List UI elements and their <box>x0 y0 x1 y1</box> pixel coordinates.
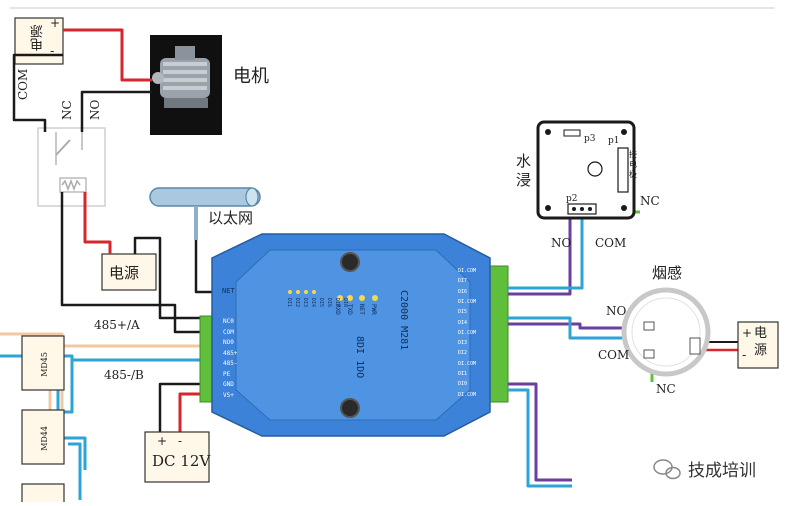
smoke-power-minus: - <box>742 348 747 362</box>
device-net-label: NET <box>222 287 235 295</box>
device-di-label: DI6 <box>326 298 332 308</box>
device-di-label: DI4 <box>310 298 316 308</box>
right-terminal-label: DI7 <box>458 278 468 285</box>
relay-nc-label: NC <box>60 100 74 120</box>
device-led-label: NET <box>358 304 365 315</box>
motor-label: 电机 <box>233 66 269 87</box>
right-terminal-label: DI5 <box>458 309 468 316</box>
right-terminal-label: DI4 <box>458 319 468 326</box>
right-terminal-label: DI.COM <box>458 268 477 274</box>
device-led-label: RXD <box>334 304 341 315</box>
power-mid-box <box>101 253 157 291</box>
device-led-label: TXD <box>346 304 353 315</box>
device-model: C2000 M281 <box>398 290 409 351</box>
sensor2-label: MD44 <box>40 426 49 451</box>
device-di-label: DI5 <box>318 298 324 308</box>
wires-right <box>508 210 740 488</box>
ethernet-cable <box>149 187 261 240</box>
water-p1: p1 <box>608 136 620 146</box>
device-di-label: DI3 <box>302 298 308 308</box>
device-io: 8DI 1DO <box>354 336 365 379</box>
smoke-com: COM <box>598 348 630 362</box>
power-top-label: 电源 <box>31 25 46 51</box>
relay-no-label: NO <box>88 99 102 120</box>
right-terminal-label: DI6 <box>458 288 468 295</box>
device-di-label: DI2 <box>294 298 300 308</box>
power-top-plus: + <box>50 16 61 30</box>
sensor1-label: MD45 <box>40 352 49 377</box>
right-terminal-label: DI.COM <box>458 329 477 336</box>
sensor-md45 <box>21 335 65 391</box>
device-di-label: DI1 <box>286 298 292 308</box>
power-top-minus: - <box>50 44 55 58</box>
left-terminal-label: PE <box>223 370 231 378</box>
sensor-md44 <box>21 409 65 465</box>
ethernet-label: 以太网 <box>208 209 254 227</box>
dc-minus: - <box>178 434 183 448</box>
water-label: 水浸 <box>516 152 532 189</box>
smoke-power-box <box>737 321 779 369</box>
water-no: NO <box>551 236 572 250</box>
rs485-b-label: 485-/B <box>104 368 144 382</box>
left-terminal-label: COM <box>223 328 234 336</box>
left-terminal-label: GND <box>223 381 234 388</box>
dc-label: DC 12V <box>152 452 211 470</box>
water-com: COM <box>595 236 627 250</box>
sensor-partial <box>21 483 65 505</box>
smoke-label: 烟感 <box>652 264 683 282</box>
right-terminal-label: DI3 <box>458 340 468 347</box>
io-module <box>199 233 509 437</box>
dc-plus: + <box>157 434 168 448</box>
right-terminal-label: DI0 <box>458 381 468 388</box>
device-di-label: DI8 <box>342 298 348 308</box>
right-terminal-label: DI.COM <box>458 391 477 398</box>
smoke-no: NO <box>606 304 627 318</box>
water-p3: p3 <box>584 134 596 144</box>
left-terminal-label: VS+ <box>223 391 234 399</box>
device-led-label: PWR <box>370 304 377 315</box>
right-terminal-label: DI2 <box>458 350 468 357</box>
relay-box <box>37 127 106 207</box>
relay-com-label: COM <box>16 68 30 100</box>
rs485-a-label: 485+/A <box>94 318 140 332</box>
left-terminal-label: 485- <box>223 360 238 367</box>
water-side-label: 接电极 <box>629 150 637 179</box>
device-di-label: DI7 <box>334 298 340 308</box>
power-top-box <box>14 17 64 65</box>
smoke-power-plus: + <box>742 326 753 340</box>
water-nc: NC <box>640 194 660 208</box>
smoke-power-label: 电源 <box>754 326 768 358</box>
left-terminal-label: 485+ <box>223 349 238 357</box>
smoke-sensor <box>621 287 711 377</box>
right-terminal-label: DI.COM <box>458 298 477 305</box>
wechat-icon <box>653 459 681 480</box>
right-terminal-label: DI.COM <box>458 360 477 367</box>
left-terminal-label: NO0 <box>223 339 234 346</box>
watermark: 技成培训 <box>688 461 756 481</box>
water-p2: p2 <box>566 194 578 204</box>
dc12v-box <box>144 431 210 483</box>
right-terminal-label: DI1 <box>458 371 468 377</box>
motor-image <box>150 35 222 135</box>
smoke-nc: NC <box>656 382 676 396</box>
power-mid-label: 电源 <box>109 264 140 282</box>
left-terminal-label: NC0 <box>223 318 234 325</box>
water-sensor <box>536 120 636 220</box>
